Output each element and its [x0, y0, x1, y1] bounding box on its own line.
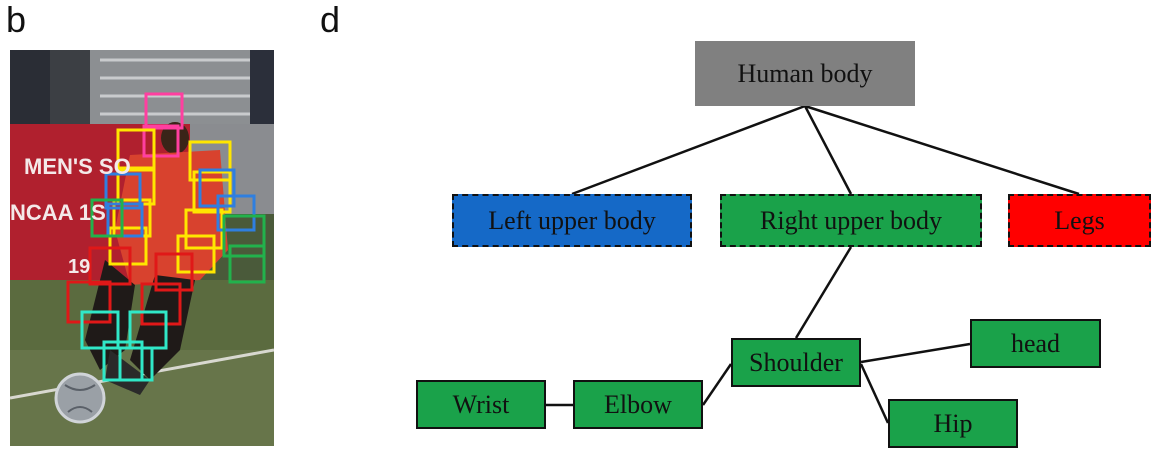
node-shoulder: Shoulder [731, 338, 861, 387]
elbow-right-box [192, 170, 232, 214]
red-box-3 [66, 280, 112, 324]
node-left-upper-body: Left upper body [452, 194, 692, 247]
edge-shoulder-hip [859, 363, 890, 424]
photo-scene [10, 50, 274, 446]
node-wrist: Wrist [416, 380, 546, 429]
cyan-box-1 [80, 310, 120, 350]
edge-root-right [803, 105, 853, 195]
green-box-1 [90, 198, 124, 238]
cyan-box-4 [118, 346, 154, 382]
blue-box-2 [106, 202, 144, 238]
edge-root-left [571, 104, 806, 196]
banner-text-line2: NCAA 1S [10, 200, 106, 225]
red-box-2 [154, 252, 194, 292]
shoulder-left-box [116, 128, 156, 172]
blue-box-4 [216, 194, 256, 232]
shoulder-right-box [188, 140, 232, 182]
neck-box [142, 124, 180, 158]
hand-left-box [108, 226, 148, 266]
edge-shoulder-elbow [701, 363, 733, 406]
banner-text-line3: 19 [68, 256, 91, 278]
panel-label-b: b [6, 0, 27, 40]
node-human-body: Human body [695, 41, 915, 106]
red-box-4 [140, 282, 182, 326]
green-box-3 [228, 244, 266, 284]
node-legs: Legs [1008, 194, 1151, 247]
node-head: head [970, 319, 1101, 368]
edge-right-shoulder [794, 246, 853, 339]
edge-shoulder-head [860, 342, 971, 364]
panel-label-d: d [320, 0, 341, 40]
node-hip: Hip [888, 399, 1018, 448]
banner-text-line1: MEN'S SO [24, 154, 131, 179]
node-right-upper-body: Right upper body [720, 194, 982, 247]
node-elbow: Elbow [573, 380, 703, 429]
green-box-2 [222, 214, 266, 258]
pose-photo: MEN'S SO NCAA 1S 19 [10, 50, 274, 446]
edge-root-legs [804, 104, 1080, 196]
head-box [144, 92, 184, 130]
